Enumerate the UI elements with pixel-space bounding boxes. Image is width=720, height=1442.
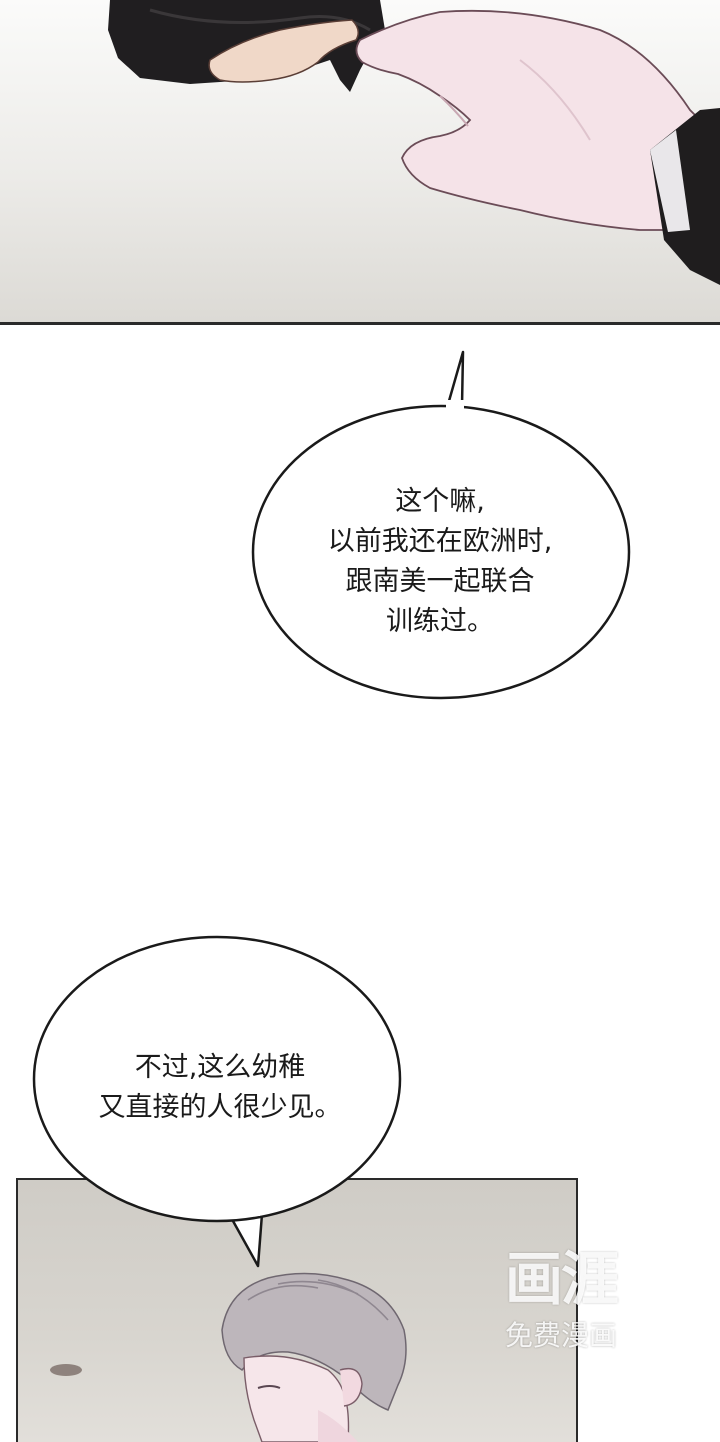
watermark-logo: 画涯 免费漫画 bbox=[476, 1240, 646, 1380]
bottom-comic-panel bbox=[16, 1178, 578, 1442]
speech-bubble-1-text: 这个嘛, 以前我还在欧洲时, 跟南美一起联合 训练过。 bbox=[327, 486, 553, 637]
speech-bubble-1-outline bbox=[251, 350, 631, 700]
man-illustration bbox=[50, 1272, 407, 1442]
top-comic-panel bbox=[0, 0, 720, 325]
hands-illustration bbox=[108, 0, 720, 285]
speech-bubble-2-text: 不过,这么幼稚 又直接的人很少见。 bbox=[98, 1052, 342, 1123]
watermark-logo-text: 画涯 bbox=[504, 1245, 619, 1313]
watermark-subtitle: 免费漫画 bbox=[504, 1319, 617, 1352]
